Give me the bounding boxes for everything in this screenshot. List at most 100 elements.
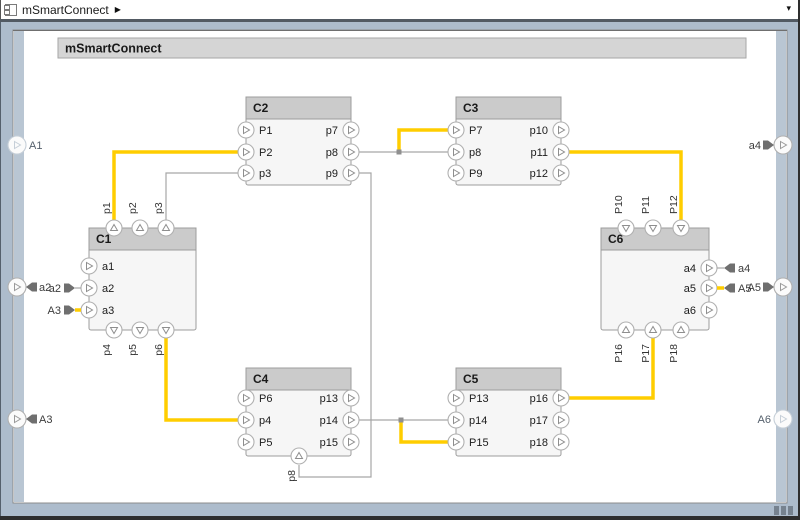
breadcrumb-dropdown-icon[interactable]: ▾ (786, 3, 791, 13)
breadcrumb-caret-icon[interactable]: ▶ (114, 5, 121, 14)
boundary-port-A6[interactable]: A6 (758, 409, 793, 429)
resize-grip[interactable] (774, 506, 796, 515)
port-C4-p8[interactable]: p8 (286, 447, 308, 482)
boundary-port-A5[interactable]: A5 (748, 277, 793, 297)
component-header-C3[interactable] (455, 96, 562, 120)
connection-C1.p3-C2.p3[interactable] (165, 172, 239, 220)
connection-C5.p16-C6.P17[interactable] (569, 338, 655, 400)
toolbar-separator (0, 19, 800, 22)
port-C6-P11[interactable]: P11 (640, 196, 662, 237)
breadcrumb-model-name[interactable]: mSmartConnect (22, 2, 109, 17)
port-direction-icon (453, 125, 461, 135)
port-direction-icon (243, 393, 251, 403)
port-C2-P2[interactable]: P2 (237, 143, 272, 161)
port-direction-icon (294, 451, 304, 459)
port-C6-a6[interactable]: a6 (684, 301, 718, 319)
port-C6-P12[interactable]: P12 (668, 195, 690, 237)
window-right-edge (798, 0, 800, 520)
port-C3-p11[interactable]: p11 (530, 143, 570, 161)
port-C1-p6[interactable]: p6 (153, 321, 175, 356)
port-C4-p13[interactable]: p13 (320, 389, 360, 407)
connection-C1.p6-C4.p4[interactable] (164, 338, 239, 422)
port-direction-icon (453, 415, 461, 425)
port-C1-p4[interactable]: p4 (101, 321, 123, 356)
port-C3-P9[interactable]: P9 (447, 164, 482, 182)
architecture-title: mSmartConnect (65, 42, 162, 56)
port-C2-p7[interactable]: p7 (326, 121, 360, 139)
port-C1-a3[interactable]: a3 (80, 301, 114, 319)
port-direction-icon (348, 393, 356, 403)
port-C5-p18[interactable]: p18 (530, 433, 570, 451)
port-label: p14 (469, 415, 487, 427)
port-C3-p10[interactable]: p10 (530, 121, 570, 139)
port-direction-icon (453, 437, 461, 447)
port-C4-p15[interactable]: p15 (320, 433, 360, 451)
port-C1-p2[interactable]: p2 (127, 202, 149, 237)
port-label: P9 (469, 168, 482, 180)
port-direction-icon (621, 325, 631, 333)
port-label: p7 (326, 125, 338, 137)
port-label: P1 (259, 125, 272, 137)
port-C2-P1[interactable]: P1 (237, 121, 272, 139)
port-C5-P15[interactable]: P15 (447, 433, 489, 451)
component-name-C3: C3 (463, 101, 479, 115)
port-C6-P10[interactable]: P10 (613, 195, 635, 237)
port-C4-P6[interactable]: P6 (237, 389, 272, 407)
port-C5-p14[interactable]: p14 (447, 411, 487, 429)
boundary-port-A3[interactable]: A3 (7, 409, 52, 429)
port-C4-P5[interactable]: P5 (237, 433, 272, 451)
port-C1-p1[interactable]: p1 (101, 202, 123, 237)
port-C5-P13[interactable]: P13 (447, 389, 489, 407)
port-direction-icon (621, 225, 631, 233)
port-C2-p8[interactable]: p8 (326, 143, 360, 161)
interface-stub-a2[interactable]: a2 (49, 283, 81, 295)
port-C2-p9[interactable]: p9 (326, 164, 360, 182)
port-direction-icon (348, 125, 356, 135)
port-label: P10 (613, 195, 625, 214)
boundary-port-a4[interactable]: a4 (749, 135, 793, 155)
connection-C2.p9-C4.p8[interactable] (298, 172, 372, 478)
boundary-port-A1[interactable]: A1 (7, 135, 42, 155)
port-C6-P16[interactable]: P16 (613, 321, 635, 363)
port-C4-p14[interactable]: p14 (320, 411, 360, 429)
port-C3-p12[interactable]: p12 (530, 164, 570, 182)
port-C3-p8[interactable]: p8 (447, 143, 481, 161)
boundary-port-a2[interactable]: a2 (7, 277, 51, 297)
port-C3-P7[interactable]: P7 (447, 121, 482, 139)
port-C5-p17[interactable]: p17 (530, 411, 570, 429)
connection-C1.p1-C2.P2[interactable] (112, 150, 239, 220)
port-label: P5 (259, 437, 272, 449)
boundary-port-label: A1 (29, 140, 42, 152)
port-C2-p3[interactable]: p3 (237, 164, 271, 182)
connection-C3.p11-C6.P12[interactable] (569, 150, 683, 220)
component-header-C5[interactable] (455, 367, 562, 391)
interface-stub-A3[interactable]: A3 (48, 305, 81, 317)
port-direction-icon (348, 437, 356, 447)
port-C1-p3[interactable]: p3 (153, 202, 175, 237)
component-header-C2[interactable] (245, 96, 352, 120)
port-C6-P17[interactable]: P17 (640, 321, 662, 363)
port-C4-p4[interactable]: p4 (237, 411, 271, 429)
port-label: P17 (640, 344, 652, 363)
connection-C2.p8-junction-C3.P7[interactable] (397, 128, 448, 153)
interface-stub-a4[interactable]: a4 (717, 263, 750, 275)
connection-C4.p14-junction-C5.P15[interactable] (399, 419, 448, 444)
window-bottom-edge (0, 516, 800, 520)
port-C1-a1[interactable]: a1 (80, 257, 114, 275)
port-C1-p5[interactable]: p5 (127, 321, 149, 356)
port-direction-icon (558, 125, 566, 135)
port-C6-P18[interactable]: P18 (668, 321, 690, 363)
port-direction-icon (243, 168, 251, 178)
port-C5-p16[interactable]: p16 (530, 389, 570, 407)
interface-stub-A5[interactable]: A5 (717, 283, 751, 295)
component-header-C4[interactable] (245, 367, 352, 391)
port-C6-a5[interactable]: a5 (684, 279, 718, 297)
right-boundary-strip (776, 31, 786, 502)
